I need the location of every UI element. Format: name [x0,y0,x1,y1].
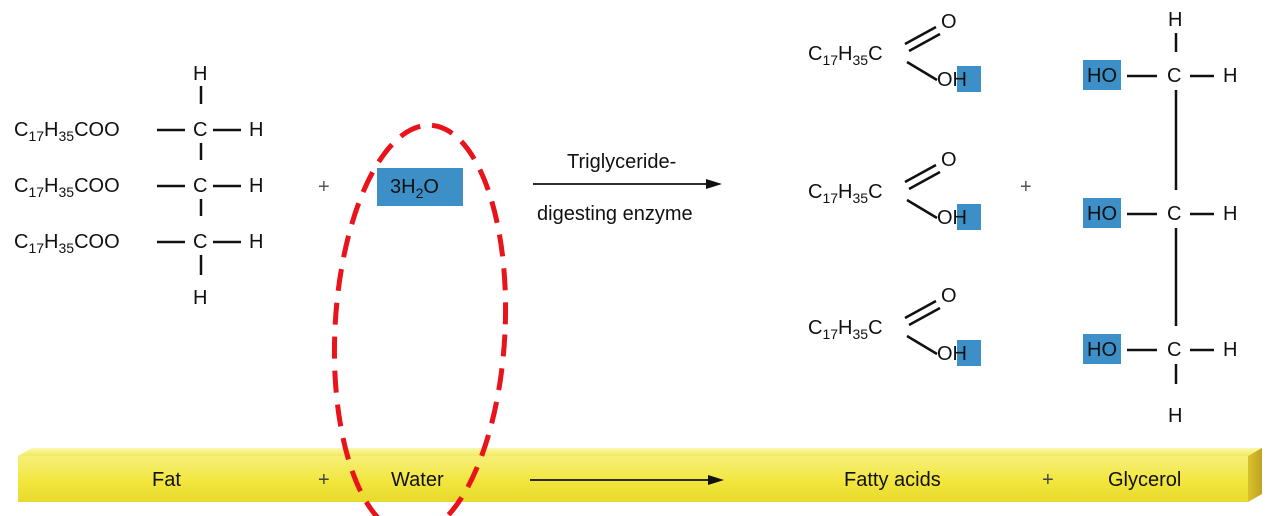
fatty-acid-o-3: O [941,285,957,307]
banner-glycerol: Glycerol [1108,469,1182,491]
fa3-double-b [908,306,941,327]
enzyme-label-line2: digesting enzyme [537,203,693,225]
plus-sign-2: + [1020,176,1032,198]
reaction-arrow-head [706,179,722,189]
glycerol-ho-3: HO [1087,339,1117,361]
fatty-acid-oh-2: OH [937,207,967,229]
fa3-single [906,334,938,356]
banner-arrow-head [708,475,724,485]
fat-chain-2-text: C17H35COO [14,175,120,200]
fat-chain-3-text: C17H35COO [14,231,120,256]
glycerol-ho-1: HO [1087,65,1117,87]
glycerol-top-h: H [1168,9,1183,31]
fat-c-2: C [193,175,208,197]
banner-plus-1: + [318,469,330,491]
water-formula: 3H2O [390,176,439,201]
fatty-acid-oh-highlight-2 [957,204,981,230]
fat-c-3: C [193,231,208,253]
banner-plus-2: + [1042,469,1054,491]
fa1-single [906,60,938,82]
glycerol-ho-highlight-2 [1083,198,1121,228]
glycerol-ho-highlight-3 [1083,334,1121,364]
glycerol-c-2: C [1167,203,1182,225]
fatty-acid-o-2: O [941,149,957,171]
water-annotation-ellipse [331,122,509,516]
glycerol-ho-highlight-1 [1083,60,1121,90]
fat-bottom-h: H [193,287,208,309]
glycerol-h-1: H [1223,65,1238,87]
fa1-double-a [904,25,937,46]
banner-water: Water [391,469,444,491]
fat-chain-1: C17H35COO [14,119,120,144]
banner-fat: Fat [152,469,181,491]
glycerol-c-1: C [1167,65,1182,87]
fatty-acid-oh-1: OH [937,69,967,91]
fat-h-1: H [249,119,264,141]
glycerol-c-3: C [1167,339,1182,361]
fat-c-1: C [193,119,208,141]
fatty-acid-oh-highlight-3 [957,340,981,366]
glycerol-bottom-h: H [1168,405,1183,427]
fatty-acid-o-1: O [941,11,957,33]
water-highlight [377,168,463,206]
fat-h-3: H [249,231,264,253]
banner-top-face [18,448,1262,456]
glycerol-h-3: H [1223,339,1238,361]
plus-sign-1: + [318,176,330,198]
glycerol-h-2: H [1223,203,1238,225]
banner-fatty-acids: Fatty acids [844,469,941,491]
fatty-acid-chain-1: C17H35C [808,43,883,68]
fat-top-h: H [193,63,208,85]
fatty-acid-oh-highlight-1 [957,66,981,92]
fa3-double-a [904,299,937,320]
fat-h-2: H [249,175,264,197]
fat-chain-2: C17H35COO [14,175,120,200]
fat-chain-1-text: C17H35COO [14,119,120,144]
banner-side-face [1248,448,1262,502]
fat-chain-3: C17H35COO [14,231,120,256]
fa2-double-b [908,170,941,191]
fa2-double-a [904,163,937,184]
fa2-single [906,198,938,220]
fatty-acid-chain-2: C17H35C [808,181,883,206]
fa1-double-b [908,32,941,53]
fatty-acid-oh-3: OH [937,343,967,365]
enzyme-label-line1: Triglyceride- [567,151,677,173]
summary-banner [18,456,1248,502]
fatty-acid-chain-3: C17H35C [808,317,883,342]
glycerol-ho-2: HO [1087,203,1117,225]
